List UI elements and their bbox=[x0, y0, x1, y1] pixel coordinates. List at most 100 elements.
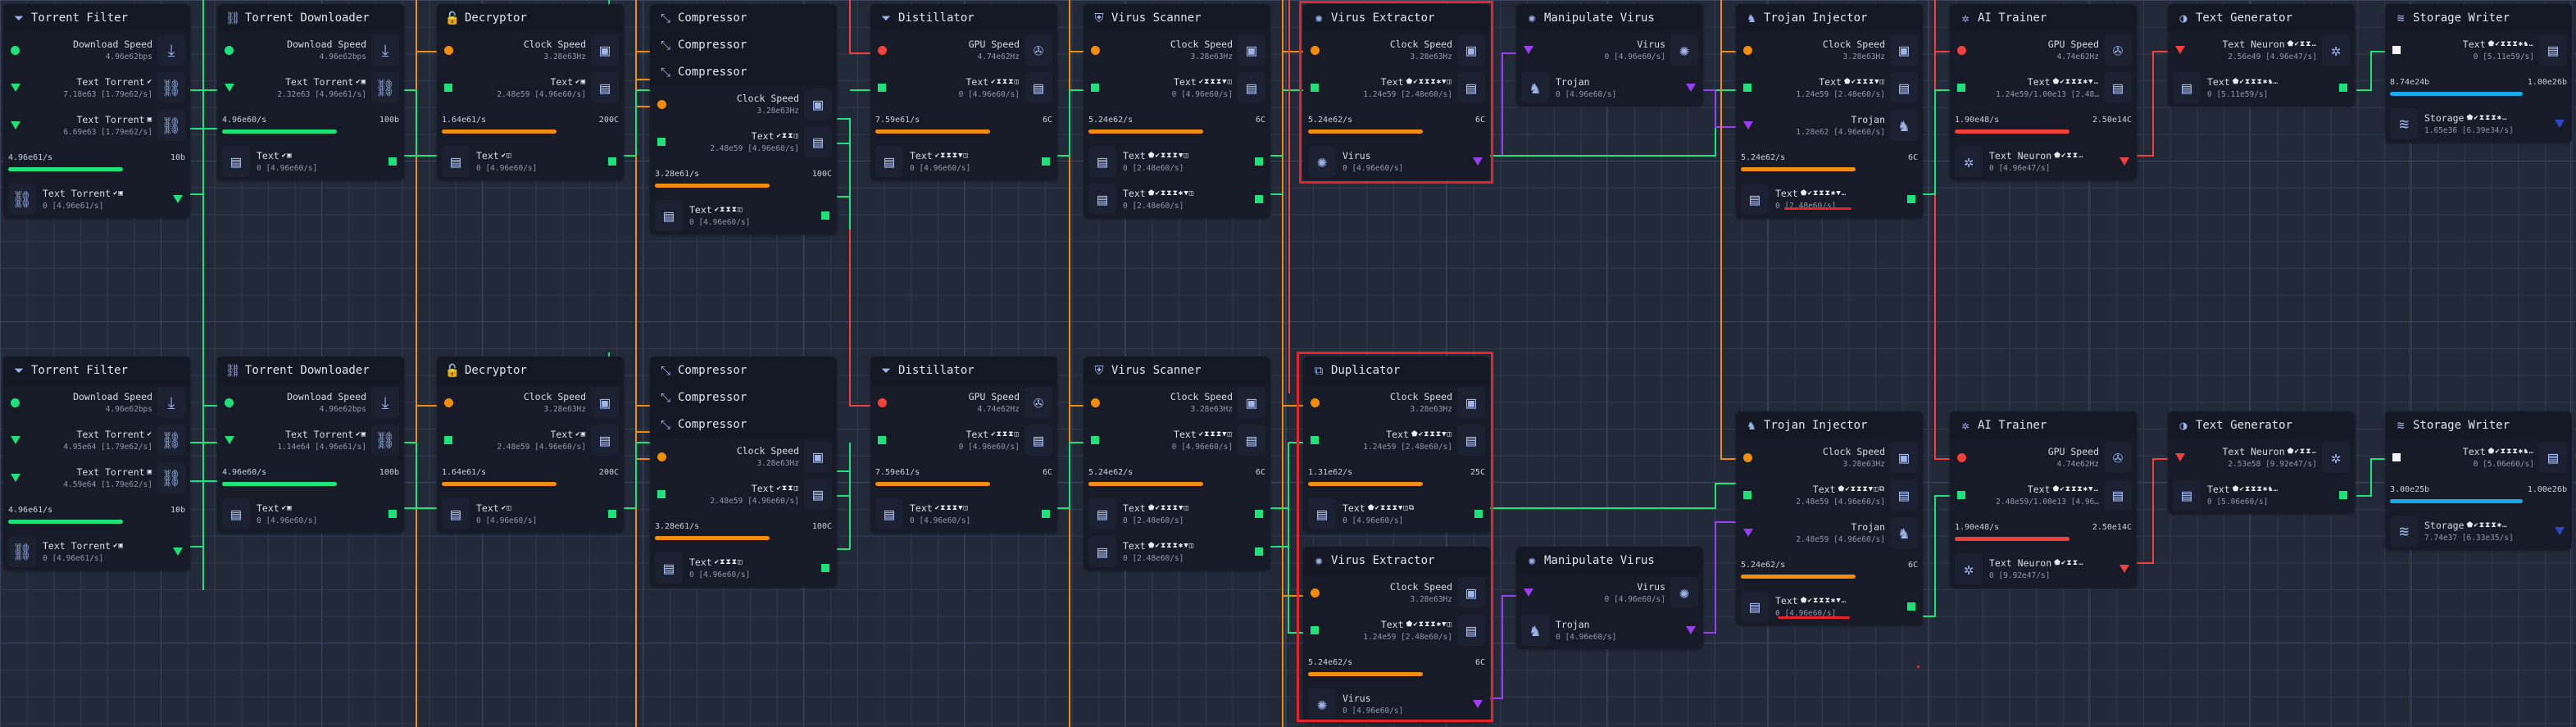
input-port-circle[interactable] bbox=[444, 45, 453, 55]
input-port-tri[interactable] bbox=[11, 436, 20, 444]
node-header[interactable]: ✺Manipulate Virus bbox=[1516, 547, 1703, 574]
input-port-tri[interactable] bbox=[11, 84, 20, 92]
input-port-tri[interactable] bbox=[225, 436, 234, 444]
node-header[interactable]: ⛓Torrent Downloader bbox=[217, 4, 404, 31]
node-header[interactable]: ⏷Torrent Filter bbox=[3, 357, 190, 384]
output-port-square[interactable] bbox=[1907, 195, 1915, 203]
input-port-circle[interactable] bbox=[657, 99, 666, 109]
output-port-square[interactable] bbox=[1255, 548, 1263, 556]
output-port-tri[interactable] bbox=[173, 548, 183, 556]
input-port-tri[interactable] bbox=[225, 84, 234, 92]
input-port-circle[interactable] bbox=[1311, 398, 1320, 407]
node-header[interactable]: ≋Storage Writer bbox=[2385, 4, 2572, 31]
node-header[interactable]: ⛓Torrent Downloader bbox=[217, 357, 404, 384]
node-header[interactable]: ◑Text Generator bbox=[2168, 4, 2355, 31]
input-port-square[interactable] bbox=[444, 436, 452, 444]
node-header[interactable]: ⧉Duplicator bbox=[1303, 357, 1490, 384]
input-port-square[interactable] bbox=[1311, 436, 1319, 444]
output-port-square[interactable] bbox=[2339, 84, 2347, 92]
node-header[interactable]: ⛨Virus Scanner bbox=[1084, 357, 1270, 384]
input-port-square[interactable] bbox=[1091, 436, 1099, 444]
node-header[interactable]: ◑Text Generator bbox=[2168, 411, 2355, 438]
output-port-square[interactable] bbox=[388, 157, 397, 166]
node-header[interactable]: ⤡Compressor bbox=[650, 357, 837, 384]
node-header[interactable]: ♞Trojan Injector bbox=[1736, 4, 1923, 31]
input-port-circle[interactable] bbox=[1311, 588, 1320, 598]
output-port-square[interactable] bbox=[821, 564, 829, 572]
output-port-square[interactable] bbox=[1042, 510, 1050, 518]
node-header[interactable]: 🔓Decryptor bbox=[437, 357, 624, 384]
output-port-square[interactable] bbox=[1255, 157, 1263, 166]
input-port-circle[interactable] bbox=[1743, 45, 1752, 55]
input-port-circle[interactable] bbox=[1957, 45, 1966, 55]
output-port-square[interactable] bbox=[608, 510, 616, 518]
input-port-square[interactable] bbox=[1311, 626, 1319, 634]
node-header[interactable]: ⏷Distillator bbox=[870, 4, 1057, 31]
node-header[interactable]: ⏷Torrent Filter bbox=[3, 4, 190, 31]
node-header[interactable]: ✺Manipulate Virus bbox=[1516, 4, 1703, 31]
output-port-square[interactable] bbox=[1255, 195, 1263, 203]
input-port-square[interactable] bbox=[1743, 491, 1751, 499]
output-port-square[interactable] bbox=[1255, 510, 1263, 518]
node-header[interactable]: ♞Trojan Injector bbox=[1736, 411, 1923, 438]
node-header[interactable]: ✲AI Trainer bbox=[1950, 4, 2137, 31]
input-port-square[interactable] bbox=[657, 490, 666, 498]
input-port-tri[interactable] bbox=[1743, 121, 1753, 129]
output-port-tri[interactable] bbox=[1686, 626, 1696, 634]
node-header[interactable]: ⛨Virus Scanner bbox=[1084, 4, 1270, 31]
input-port-circle[interactable] bbox=[1957, 452, 1966, 462]
output-port-tri-outline[interactable] bbox=[2555, 120, 2565, 128]
input-port-tri[interactable] bbox=[2175, 453, 2185, 461]
input-port-circle[interactable] bbox=[657, 452, 666, 461]
input-port-tri[interactable] bbox=[11, 474, 20, 482]
input-port-circle[interactable] bbox=[11, 45, 20, 55]
input-port-tri[interactable] bbox=[11, 121, 20, 129]
input-port-tri[interactable] bbox=[2175, 46, 2185, 54]
input-port-square[interactable] bbox=[657, 138, 666, 146]
output-port-square[interactable] bbox=[608, 157, 616, 166]
input-port-tri[interactable] bbox=[1524, 46, 1533, 54]
input-port-circle[interactable] bbox=[11, 398, 20, 407]
output-port-tri[interactable] bbox=[1686, 84, 1696, 92]
output-port-tri-outline[interactable] bbox=[2555, 527, 2565, 535]
input-port-square[interactable] bbox=[878, 436, 886, 444]
output-port-square[interactable] bbox=[821, 211, 829, 220]
node-header[interactable]: ⤡Compressor bbox=[650, 411, 837, 438]
input-port-square[interactable] bbox=[1091, 84, 1099, 92]
input-port-circle[interactable] bbox=[1743, 452, 1752, 462]
node-header[interactable]: ≋Storage Writer bbox=[2385, 411, 2572, 438]
node-header[interactable]: ⏷Distillator bbox=[870, 357, 1057, 384]
node-header[interactable]: 🔓Decryptor bbox=[437, 4, 624, 31]
output-port-tri[interactable] bbox=[1473, 157, 1483, 166]
output-port-square[interactable] bbox=[1474, 510, 1483, 518]
output-port-square[interactable] bbox=[1907, 602, 1915, 611]
input-port-circle[interactable] bbox=[1311, 45, 1320, 55]
input-port-circle[interactable] bbox=[878, 45, 887, 55]
input-port-square[interactable] bbox=[878, 84, 886, 92]
output-port-square[interactable] bbox=[388, 510, 397, 518]
node-header[interactable]: ⤡Compressor bbox=[650, 58, 837, 85]
input-port-square[interactable] bbox=[2392, 46, 2401, 54]
